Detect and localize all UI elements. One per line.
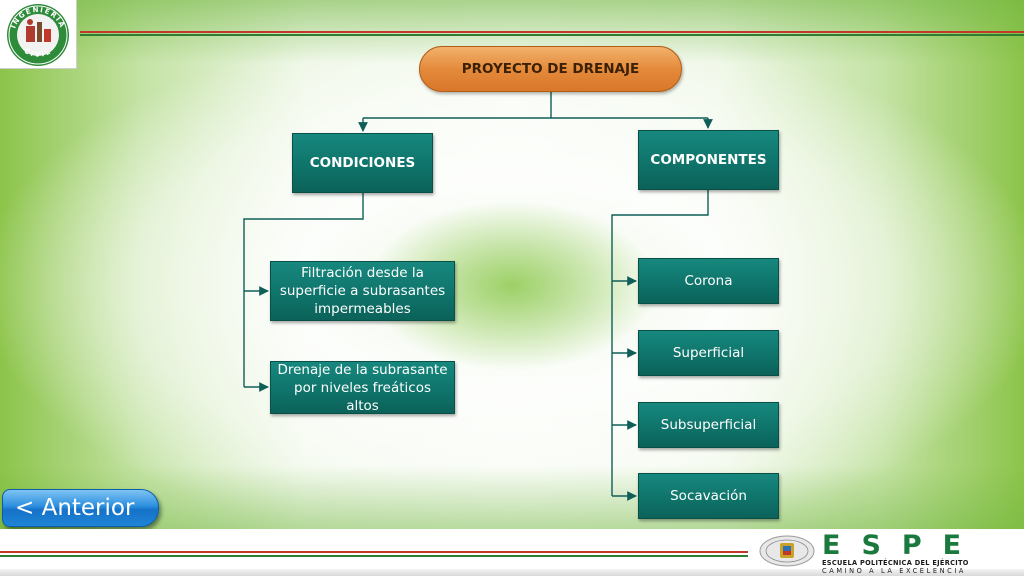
diagram-connectors: [243, 92, 713, 501]
node-socavacion: Socavación: [638, 473, 779, 519]
top-red-rule: [80, 31, 1024, 33]
node-filtracion: Filtración desde la superficie a subrasa…: [270, 261, 455, 321]
espe-wordmark: ESPE: [822, 530, 983, 561]
node-root: PROYECTO DE DRENAJE: [419, 46, 682, 92]
top-green-rule: [80, 34, 1024, 36]
node-condiciones: CONDICIONES: [292, 133, 433, 193]
previous-button[interactable]: < Anterior: [2, 489, 159, 527]
footer-bar: ESPE ESCUELA POLITÉCNICA DEL EJÉRCITO CA…: [0, 529, 1024, 576]
footer-red-rule: [0, 551, 748, 553]
footer-shade: [0, 569, 1024, 576]
espe-motto: CAMINO A LA EXCELENCIA: [822, 567, 967, 575]
connector-condiciones-stem: [243, 193, 364, 387]
node-corona: Corona: [638, 258, 779, 304]
ingenieria-civil-logo: INGENIERIA CIVIL: [0, 0, 77, 69]
logo-emblem-icon: INGENIERIA CIVIL: [7, 4, 69, 66]
logo-ring-text-bottom: CIVIL: [23, 47, 54, 59]
espe-crest-icon: [759, 535, 815, 567]
node-superficial: Superficial: [638, 330, 779, 376]
connector-componentes-stem: [611, 190, 709, 496]
node-subsuperficial: Subsuperficial: [638, 402, 779, 448]
node-drenaje-subrasante: Drenaje de la subrasante por niveles fre…: [270, 361, 455, 414]
node-componentes: COMPONENTES: [638, 130, 779, 190]
espe-institution-name: ESCUELA POLITÉCNICA DEL EJÉRCITO: [822, 559, 969, 567]
footer-green-rule: [0, 555, 748, 557]
